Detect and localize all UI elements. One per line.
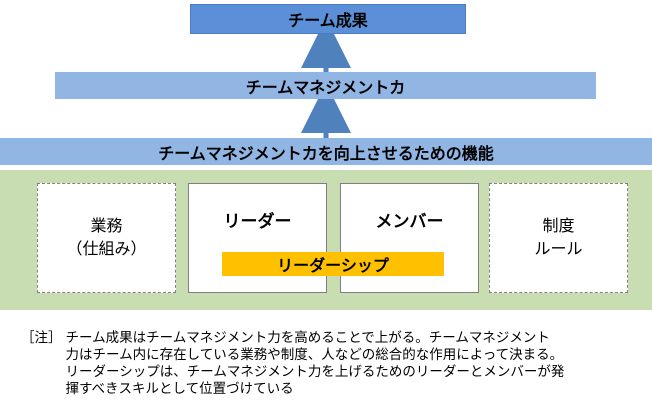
- function-bar: チームマネジメントカを向上させるための機能: [0, 138, 652, 165]
- function-bar-label: チームマネジメントカを向上させるための機能: [158, 143, 494, 163]
- box-system-line2: ルール: [534, 239, 583, 258]
- box-system: 制度 ルール: [489, 183, 628, 293]
- box-business-line1: 業務: [90, 216, 123, 235]
- note-text: チーム成果はチームマネジメント力を高めることで上がる。チームマネジメント 力はチ…: [65, 330, 565, 397]
- leadership-label: リーダーシップ: [277, 256, 389, 275]
- team-result-label: チーム成果: [288, 11, 368, 30]
- team-management-bar: チームマネジメントカ: [55, 72, 596, 99]
- box-business: 業務 （仕組み）: [37, 183, 176, 293]
- note: ［注］ チーム成果はチームマネジメント力を高めることで上がる。チームマネジメント…: [21, 330, 646, 398]
- leadership-band: リーダーシップ: [222, 252, 444, 276]
- box-leader-label: リーダー: [223, 212, 292, 232]
- team-result-box: チーム成果: [190, 4, 466, 34]
- box-member-label: メンバー: [375, 212, 444, 232]
- box-leader: リーダー: [188, 183, 327, 293]
- team-management-label: チームマネジメントカ: [245, 77, 406, 97]
- box-member: メンバー: [340, 183, 479, 293]
- box-business-line2: （仕組み）: [66, 239, 147, 258]
- note-tag: ［注］: [21, 330, 62, 346]
- box-system-line1: 制度: [542, 216, 575, 235]
